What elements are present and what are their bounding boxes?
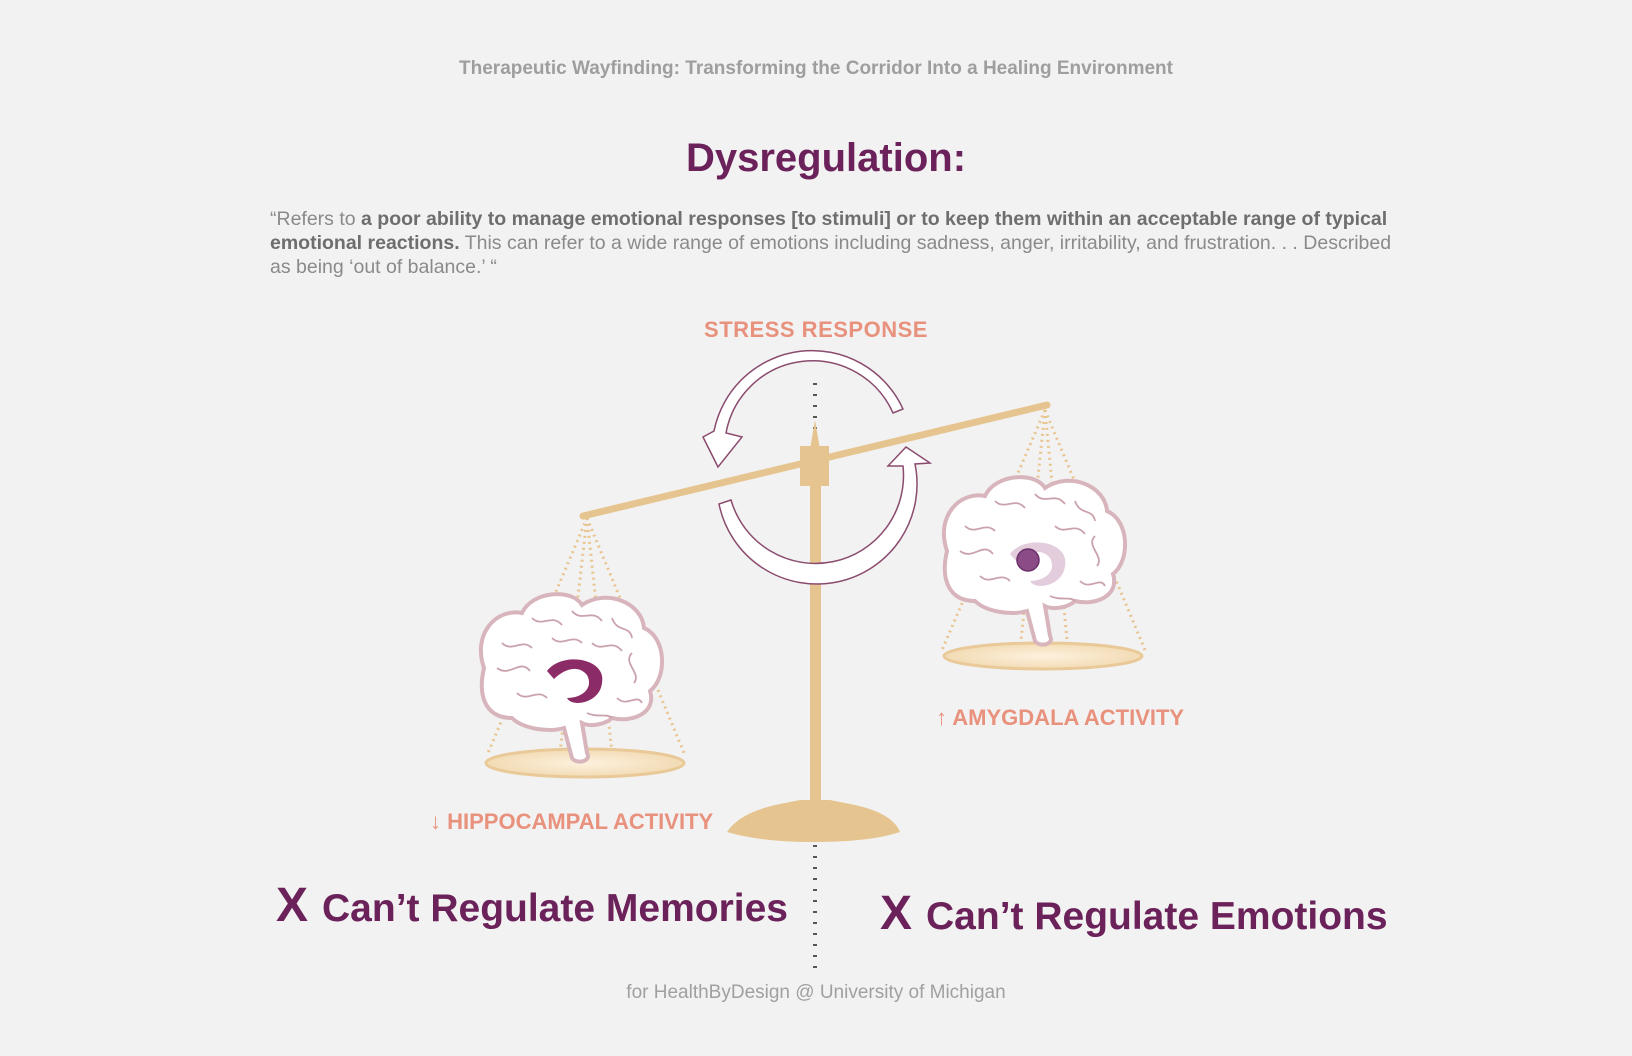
amygdala-activity-label: ↑ AMYGDALA ACTIVITY <box>936 705 1184 731</box>
outcome-emotions: X Can’t Regulate Emotions <box>880 886 1388 941</box>
stress-response-label: STRESS RESPONSE <box>0 317 1632 343</box>
hippocampal-activity-label: ↓ HIPPOCAMPAL ACTIVITY <box>430 809 713 835</box>
right-pan <box>944 643 1142 669</box>
outcome-emotions-text: Can’t Regulate Emotions <box>926 895 1388 938</box>
outcome-memories: X Can’t Regulate Memories <box>276 878 788 933</box>
x-mark-icon: X <box>880 887 912 940</box>
amygdala-icon <box>1017 549 1039 571</box>
page-footer: for HealthByDesign @ University of Michi… <box>0 982 1632 1004</box>
scale-pivot <box>800 446 829 486</box>
outcome-memories-text: Can’t Regulate Memories <box>322 887 788 930</box>
x-mark-icon: X <box>276 879 308 932</box>
brain-right-icon <box>944 477 1125 645</box>
brain-left-icon <box>481 594 662 762</box>
